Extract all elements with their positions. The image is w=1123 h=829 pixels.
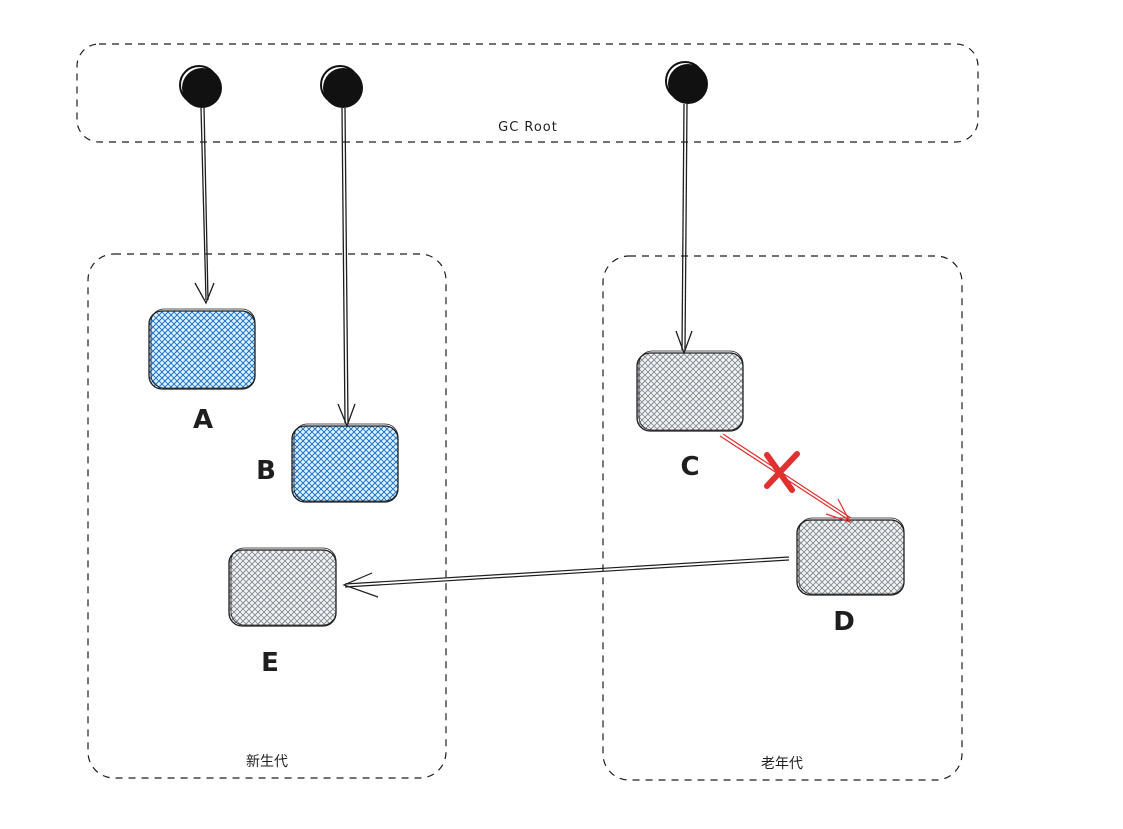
node-e-label: E [261,648,279,678]
arrow-d-to-e [342,556,790,598]
young-generation-region: 新生代 [87,253,447,779]
node-c-label: C [680,452,699,482]
old-generation-region: 老年代 [602,255,963,781]
arrow-root-to-a [194,106,215,305]
node-d-box [796,519,905,596]
young-generation-border [87,253,447,779]
node-a: A [148,308,256,435]
node-e-box [228,549,337,627]
young-generation-label: 新生代 [246,754,288,770]
node-e: E [228,547,337,678]
node-d: D [796,517,905,637]
node-b-box [291,425,399,503]
root-object-1 [179,65,222,108]
node-a-label: A [193,405,213,435]
node-d-label: D [833,607,855,637]
node-c: C [636,350,744,482]
arrow-root-to-b [337,107,356,428]
old-generation-label: 老年代 [761,756,803,772]
root-object-2 [320,65,363,108]
gc-root-border [76,43,979,143]
node-c-box [636,352,744,432]
cut-mark-icon [764,451,800,493]
node-a-box [148,310,256,390]
node-b: B [256,423,399,503]
old-generation-border [602,255,963,781]
gc-root-label: GC Root [498,120,558,135]
arrow-root-to-c [675,103,693,355]
gc-root-region: GC Root [76,43,979,143]
node-b-label: B [256,456,276,486]
root-object-3 [665,61,708,104]
